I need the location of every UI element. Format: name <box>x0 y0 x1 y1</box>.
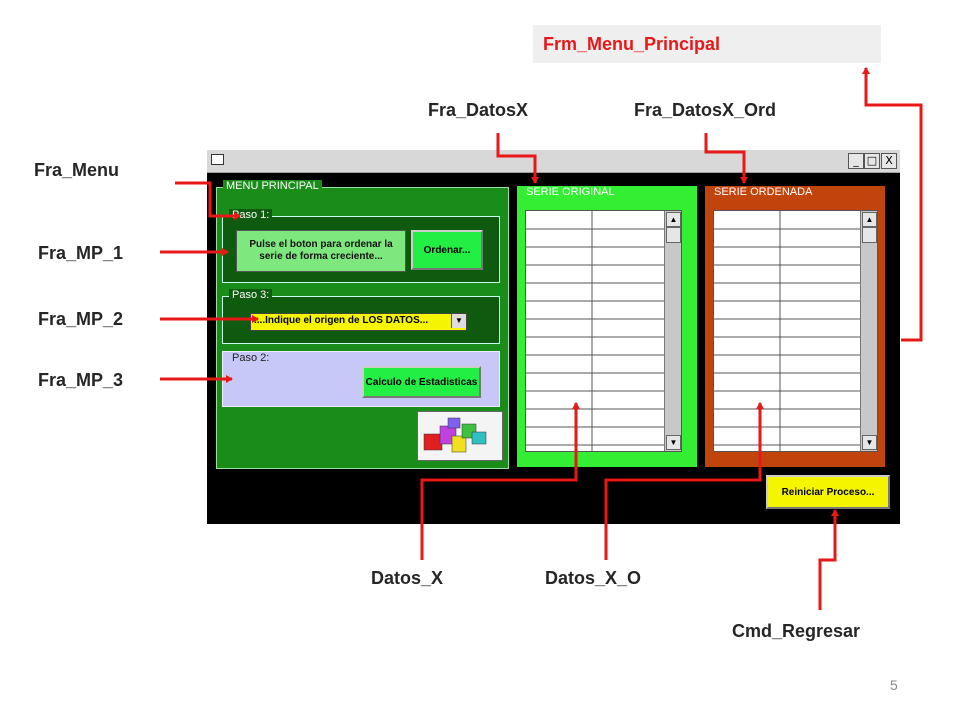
datos-x-grid[interactable]: ▲ ▼ <box>525 210 682 452</box>
page-number: 5 <box>890 677 898 693</box>
paso1-frame: Paso 1: Pulse el boton para ordenar la s… <box>222 209 500 283</box>
grid-lines <box>526 211 664 451</box>
paso3-title: Paso 3: <box>229 289 273 301</box>
label-fra-mp-2: Fra_MP_2 <box>38 309 124 329</box>
label-fra-menu: Fra_Menu <box>34 160 120 180</box>
reiniciar-proceso-button[interactable]: Reiniciar Proceso... <box>766 475 890 509</box>
window-titlebar: _ □ X <box>207 150 900 173</box>
scrollbar[interactable]: ▲ ▼ <box>664 211 681 451</box>
scroll-thumb[interactable] <box>666 227 681 243</box>
combo-value: ....Indique el origen de LOS DATOS... <box>254 315 429 326</box>
scroll-down-icon[interactable]: ▼ <box>862 435 877 450</box>
serie-original-title: SERIE ORIGINAL <box>523 186 618 198</box>
ordenar-button[interactable]: Ordenar... <box>411 230 483 270</box>
scroll-up-icon[interactable]: ▲ <box>862 212 877 227</box>
form-name-box: Frm_Menu_Principal <box>533 25 881 63</box>
label-fra-mp-3: Fra_MP_3 <box>38 370 124 390</box>
grid-lines <box>714 211 860 451</box>
paso2-title: Paso 2: <box>229 352 273 364</box>
arrow-cmd-regresar <box>818 509 839 610</box>
form-icon <box>211 154 224 165</box>
datos-origin-combo[interactable]: ....Indique el origen de LOS DATOS... ▼ <box>250 313 467 331</box>
menu-principal-title: MENU PRINCIPAL <box>223 180 322 192</box>
datos-x-o-grid[interactable]: ▲ ▼ <box>713 210 878 452</box>
label-fra-mp-1: Fra_MP_1 <box>38 243 124 263</box>
minimize-icon[interactable]: _ <box>848 153 864 169</box>
label-datos-x-o: Datos_X_O <box>545 568 642 588</box>
maximize-icon[interactable]: □ <box>864 153 880 169</box>
scroll-down-icon[interactable]: ▼ <box>666 435 681 450</box>
label-cmd-regresar: Cmd_Regresar <box>732 621 861 641</box>
paso1-title: Paso 1: <box>229 209 273 221</box>
label-datos-x: Datos_X <box>371 568 444 588</box>
blocks-icon <box>423 417 487 453</box>
label-fra-datosx: Fra_DatosX <box>428 100 529 120</box>
serie-ordenada-frame: SERIE ORDENADA ▲ ▼ <box>705 186 885 467</box>
serie-ordenada-title: SERIE ORDENADA <box>711 186 816 198</box>
paso3-frame: Paso 3: ....Indique el origen de LOS DAT… <box>222 289 500 344</box>
form-window: _ □ X MENU PRINCIPAL Paso 1: Pulse el bo… <box>207 150 900 524</box>
close-icon[interactable]: X <box>881 153 897 169</box>
chevron-down-icon[interactable]: ▼ <box>451 314 466 328</box>
scroll-thumb[interactable] <box>862 227 877 243</box>
menu-principal-frame: MENU PRINCIPAL Paso 1: Pulse el boton pa… <box>216 180 509 469</box>
serie-original-frame: SERIE ORIGINAL ▲ ▼ <box>517 186 697 467</box>
scroll-up-icon[interactable]: ▲ <box>666 212 681 227</box>
statistics-picture <box>417 411 503 461</box>
label-fra-datosx-ord: Fra_DatosX_Ord <box>634 100 777 120</box>
form-name-label: Frm_Menu_Principal <box>543 34 721 54</box>
paso1-instruction: Pulse el boton para ordenar la serie de … <box>236 230 406 272</box>
paso2-frame: Paso 2: Calculo de Estadisticas <box>222 351 500 407</box>
calculo-estadisticas-button[interactable]: Calculo de Estadisticas <box>362 366 481 398</box>
scrollbar[interactable]: ▲ ▼ <box>860 211 877 451</box>
